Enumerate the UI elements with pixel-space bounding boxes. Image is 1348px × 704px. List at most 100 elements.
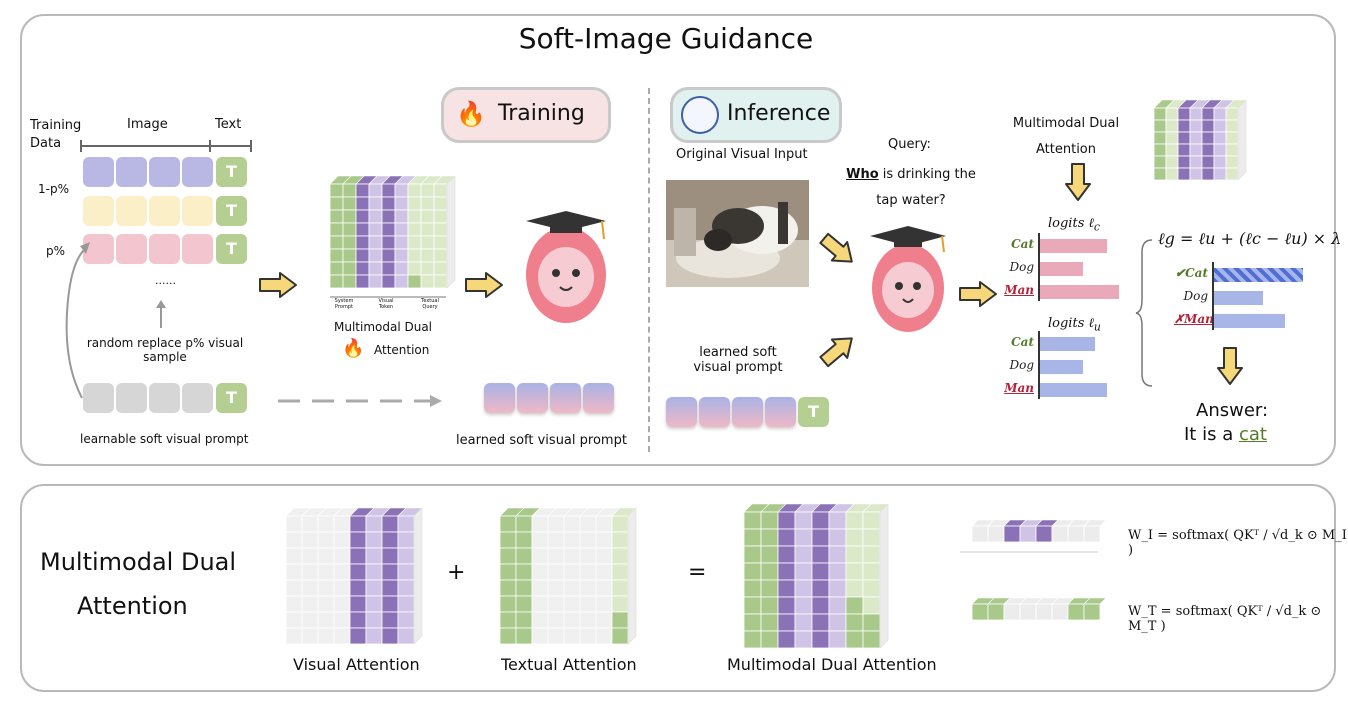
ellipsis: ...... xyxy=(155,274,176,287)
curved-arrow xyxy=(65,242,90,399)
bottom-title-2: Attention xyxy=(77,592,188,620)
class-label: Cat xyxy=(1011,335,1034,349)
dashed-arrow xyxy=(278,395,442,407)
mask-strip xyxy=(971,597,1107,621)
header-bracket xyxy=(80,140,252,152)
fire-icon-small: 🔥 xyxy=(342,338,365,359)
class-label: ✗Man xyxy=(1174,312,1214,326)
mda-caption: Multimodal Dual Attention xyxy=(727,655,937,674)
class-label: Man xyxy=(1004,283,1034,297)
attention-grid xyxy=(499,507,637,645)
learnable-prompt-label: learnable soft visual prompt xyxy=(80,432,249,446)
right-arrow-icon xyxy=(465,272,503,298)
image-token xyxy=(149,157,180,187)
equals-sign: = xyxy=(688,560,707,585)
answer-prefix: It is a xyxy=(1184,424,1239,445)
learned-token xyxy=(550,383,581,413)
right-arrow-icon xyxy=(819,337,853,368)
chart-axis xyxy=(1212,262,1214,330)
plus-sign: + xyxy=(447,560,466,585)
logit-bar xyxy=(1213,314,1285,328)
answer-text: It is a cat xyxy=(1184,424,1267,445)
fire-icon: 🔥 xyxy=(456,100,486,128)
learned-token xyxy=(666,397,697,427)
original-input-label: Original Visual Input xyxy=(676,147,808,162)
llama-mascot-inference xyxy=(870,226,946,332)
axis-textual-query: Textual Query xyxy=(421,298,439,310)
image-token xyxy=(116,157,147,187)
image-token xyxy=(149,383,180,413)
llama-mascot-training xyxy=(526,211,606,323)
text-token: T xyxy=(216,157,247,187)
curly-brace xyxy=(1135,239,1153,387)
image-token xyxy=(182,196,213,226)
logits-u-title: logits ℓu xyxy=(1048,316,1101,334)
logit-bar xyxy=(1039,383,1107,397)
image-token xyxy=(116,196,147,226)
class-label: ✔Cat xyxy=(1175,266,1208,280)
image-token xyxy=(116,234,147,264)
answer-label: Answer: xyxy=(1196,400,1269,421)
training-badge: 🔥 Training xyxy=(441,87,611,143)
query-text: Who is drinking the tap water? xyxy=(846,162,976,214)
right-arrow-icon xyxy=(959,281,997,307)
image-token xyxy=(182,157,213,187)
textual-attention-caption: Textual Attention xyxy=(501,655,637,674)
image-token xyxy=(116,383,147,413)
inference-badge: Inference xyxy=(670,87,842,143)
right-arrow-icon xyxy=(1065,163,1091,201)
chart-axis xyxy=(1038,331,1040,399)
logit-bar xyxy=(1039,337,1095,351)
image-token xyxy=(149,196,180,226)
learned-token xyxy=(765,397,796,427)
right-arrow-icon xyxy=(819,232,853,263)
query-label: Query: xyxy=(888,137,931,152)
class-label: Man xyxy=(1004,381,1034,395)
replace-note: random replace p% visual sample xyxy=(86,336,244,364)
image-header: Image xyxy=(127,117,168,132)
answer-word: cat xyxy=(1238,424,1267,445)
logit-bar xyxy=(1039,285,1119,299)
text-token: T xyxy=(216,383,247,413)
image-token xyxy=(182,234,213,264)
training-mda-caption2: Attention xyxy=(374,343,430,357)
image-token xyxy=(83,196,114,226)
panel-title: Soft-Image Guidance xyxy=(518,22,814,55)
right-arrow-icon xyxy=(259,272,297,298)
learned-token xyxy=(484,383,515,413)
class-label: Dog xyxy=(1009,260,1034,274)
logits-c-title: logits ℓc xyxy=(1048,216,1100,234)
logit-bar xyxy=(1039,239,1107,253)
learned-token xyxy=(517,383,548,413)
logit-bar xyxy=(1213,268,1303,282)
inference-mda-label: Multimodal Dual Attention xyxy=(1012,116,1120,157)
image-token xyxy=(83,157,114,187)
visual-attention-caption: Visual Attention xyxy=(293,655,420,674)
learned-token xyxy=(583,383,614,413)
attention-grid xyxy=(1153,99,1247,181)
right-arrow-icon xyxy=(1217,347,1243,385)
inference-label: Inference xyxy=(727,101,831,126)
text-token: T xyxy=(216,196,247,226)
attention-grid xyxy=(743,503,889,649)
lightbulb-icon xyxy=(681,96,719,134)
learned-prompt-label-inference: learned soft visual prompt xyxy=(693,345,783,375)
training-data-header: Training Data xyxy=(30,118,82,151)
up-arrow xyxy=(156,300,166,328)
query-rest: is drinking the tap water? xyxy=(876,167,976,208)
cat-photo xyxy=(666,180,809,287)
logit-bar xyxy=(1039,262,1083,276)
equation-wt: W_T = softmax( QKᵀ / √d_k ⊙ M_T ) xyxy=(1128,604,1322,634)
image-token xyxy=(149,234,180,264)
strip-divider xyxy=(960,551,1098,553)
axis-visual-token: Visual Token xyxy=(378,298,394,310)
image-token xyxy=(83,383,114,413)
row-label-p: p% xyxy=(46,244,66,258)
learned-prompt-label-training: learned soft visual prompt xyxy=(456,433,627,448)
bottom-title-1: Multimodal Dual xyxy=(40,548,237,576)
image-token xyxy=(83,234,114,264)
learned-token xyxy=(732,397,763,427)
axis-system-prompt: System Prompt xyxy=(334,298,354,310)
mda-panel xyxy=(20,484,1336,692)
axis-labels: System Prompt Visual Token Textual Query xyxy=(330,294,446,314)
